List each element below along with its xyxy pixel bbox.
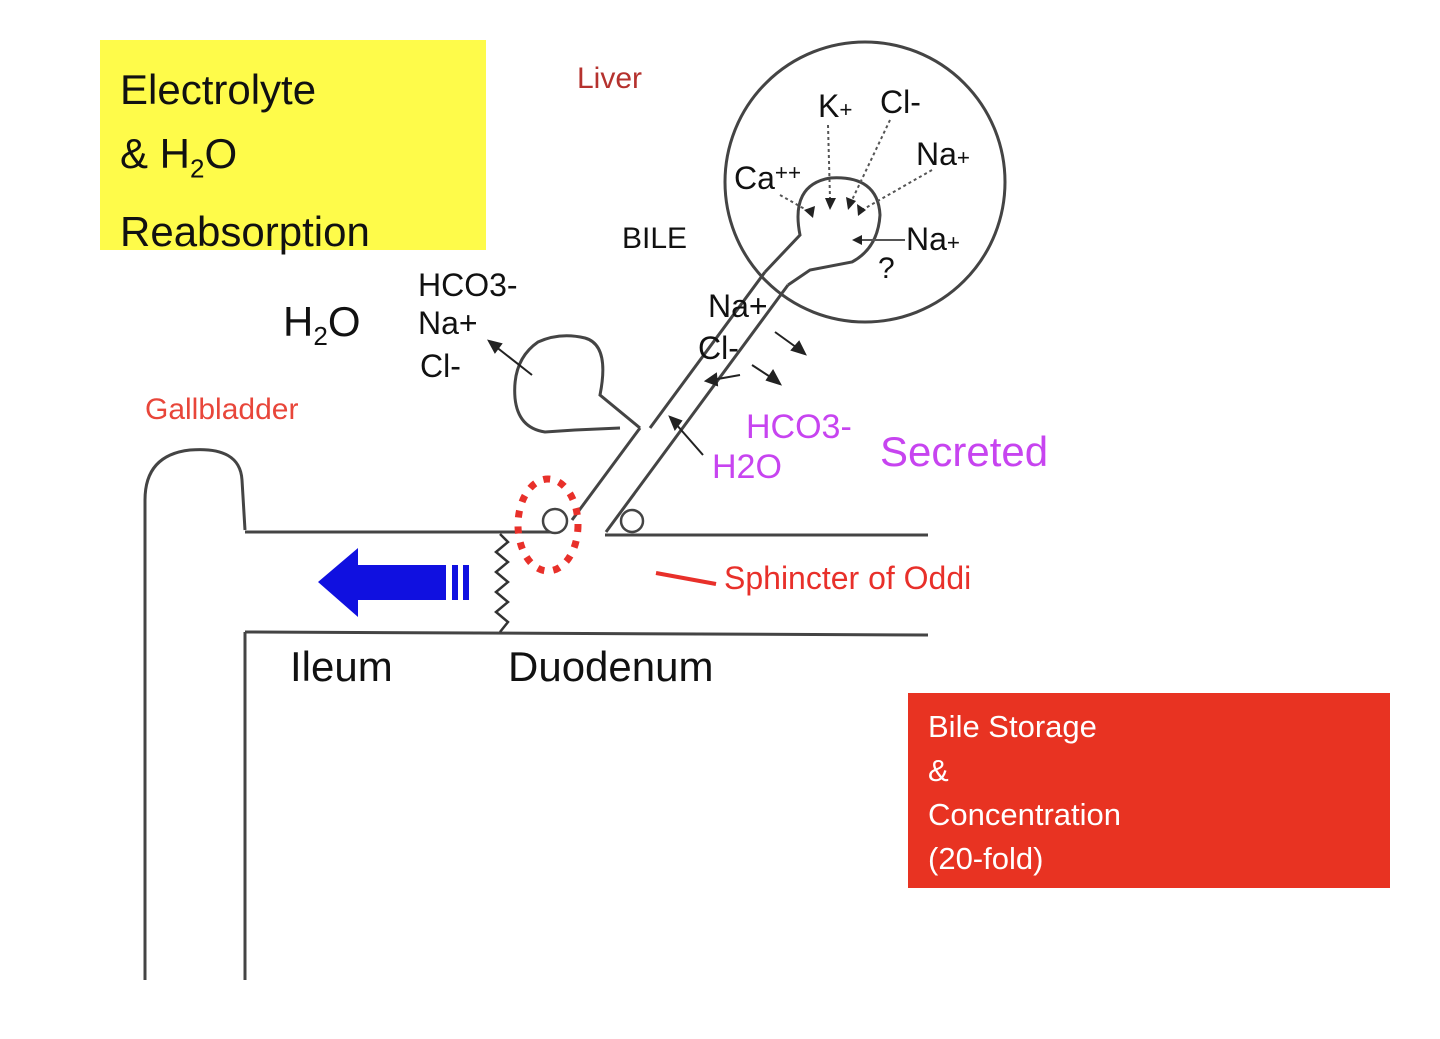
arrowhead	[857, 204, 866, 216]
storage-line-3: Concentration	[928, 797, 1122, 832]
ca-charge: ++	[774, 160, 802, 186]
duct-ion-arrows	[668, 331, 807, 456]
secreted-h2o-label: H2O	[712, 448, 782, 486]
gallbladder-reabsorption-arrow	[487, 339, 533, 376]
liver-ion-na-mid: Na+	[906, 221, 960, 258]
h2o-label: H2O	[283, 298, 361, 352]
bile-label: BILE	[622, 222, 688, 255]
reabsorption-panel: Electrolyte & H2O Reabsorption	[100, 40, 486, 255]
na-mid-symbol: Na	[906, 221, 947, 257]
liver-ion-na-top: Na+	[916, 136, 970, 173]
reabsorption-line-1: Electrolyte	[120, 66, 317, 113]
liver-lobule-circle	[723, 40, 1007, 324]
reabsorption-line-2: & H2O	[120, 122, 486, 200]
bile-duct-upper-left-wall	[648, 271, 767, 429]
ca-symbol: Ca	[734, 160, 775, 196]
gallbladder-sac	[513, 334, 641, 434]
storage-line-1: Bile Storage	[928, 709, 1097, 744]
bile-duct-right-wall	[604, 284, 790, 533]
arrowhead	[852, 235, 862, 245]
arrowhead	[804, 206, 815, 218]
bile-canaliculus	[763, 176, 882, 287]
duct-opening-right	[619, 508, 645, 534]
h2o-prefix: H	[283, 298, 314, 345]
ileum-label: Ileum	[290, 643, 393, 690]
arrowhead	[846, 197, 856, 210]
gb-cl-label: Cl-	[420, 348, 461, 384]
sphincter-label: Sphincter of Oddi	[724, 560, 972, 596]
liver-ion-cl: Cl-	[880, 84, 921, 120]
na-top-charge: +	[956, 145, 970, 170]
ileum-duodenum-boundary	[494, 533, 510, 633]
duct-cl-label: Cl-	[698, 330, 739, 366]
reabsorption-line-3: Reabsorption	[120, 208, 370, 256]
gb-na-label: Na+	[418, 305, 478, 341]
gb-hco3-label: HCO3-	[418, 267, 518, 303]
bile-flow-arrow	[318, 548, 469, 617]
intestine-lower-wall	[244, 630, 929, 637]
bile-duct-left-wall	[570, 427, 642, 521]
liver-label: Liver	[577, 62, 643, 95]
duct-opening-left	[541, 507, 569, 535]
na-top-symbol: Na	[916, 136, 957, 172]
h2o-subscript: 2	[313, 321, 328, 352]
duct-na-label: Na+	[708, 288, 768, 324]
gallbladder-label: Gallbladder	[145, 393, 299, 426]
storage-line-2: &	[928, 753, 949, 788]
k-charge: +	[839, 97, 853, 122]
storage-line-4: (20-fold)	[928, 841, 1044, 876]
secreted-hco3-label: HCO3-	[746, 408, 852, 446]
k-symbol: K	[818, 88, 840, 124]
duodenum-label: Duodenum	[508, 643, 714, 690]
arrowhead	[825, 198, 836, 210]
liver-ion-arrows	[779, 119, 933, 241]
reabsorption-line-2-subscript: 2	[190, 153, 205, 184]
reabsorption-line-2-suffix: O	[204, 130, 238, 177]
na-mid-charge: +	[946, 230, 960, 255]
question-mark: ?	[878, 252, 895, 285]
storage-panel: Bile Storage & Concentration (20-fold)	[908, 693, 1390, 888]
sphincter-pointer	[655, 571, 717, 586]
h2o-suffix: O	[327, 298, 361, 345]
reabsorption-line-2-prefix: & H	[120, 130, 191, 177]
liver-ion-ca: Ca++	[734, 160, 801, 197]
liver-ion-k: K+	[818, 88, 852, 125]
sphincter-marker	[514, 475, 582, 575]
secreted-label: Secreted	[880, 428, 1049, 475]
gallbladder-outline	[143, 448, 247, 980]
